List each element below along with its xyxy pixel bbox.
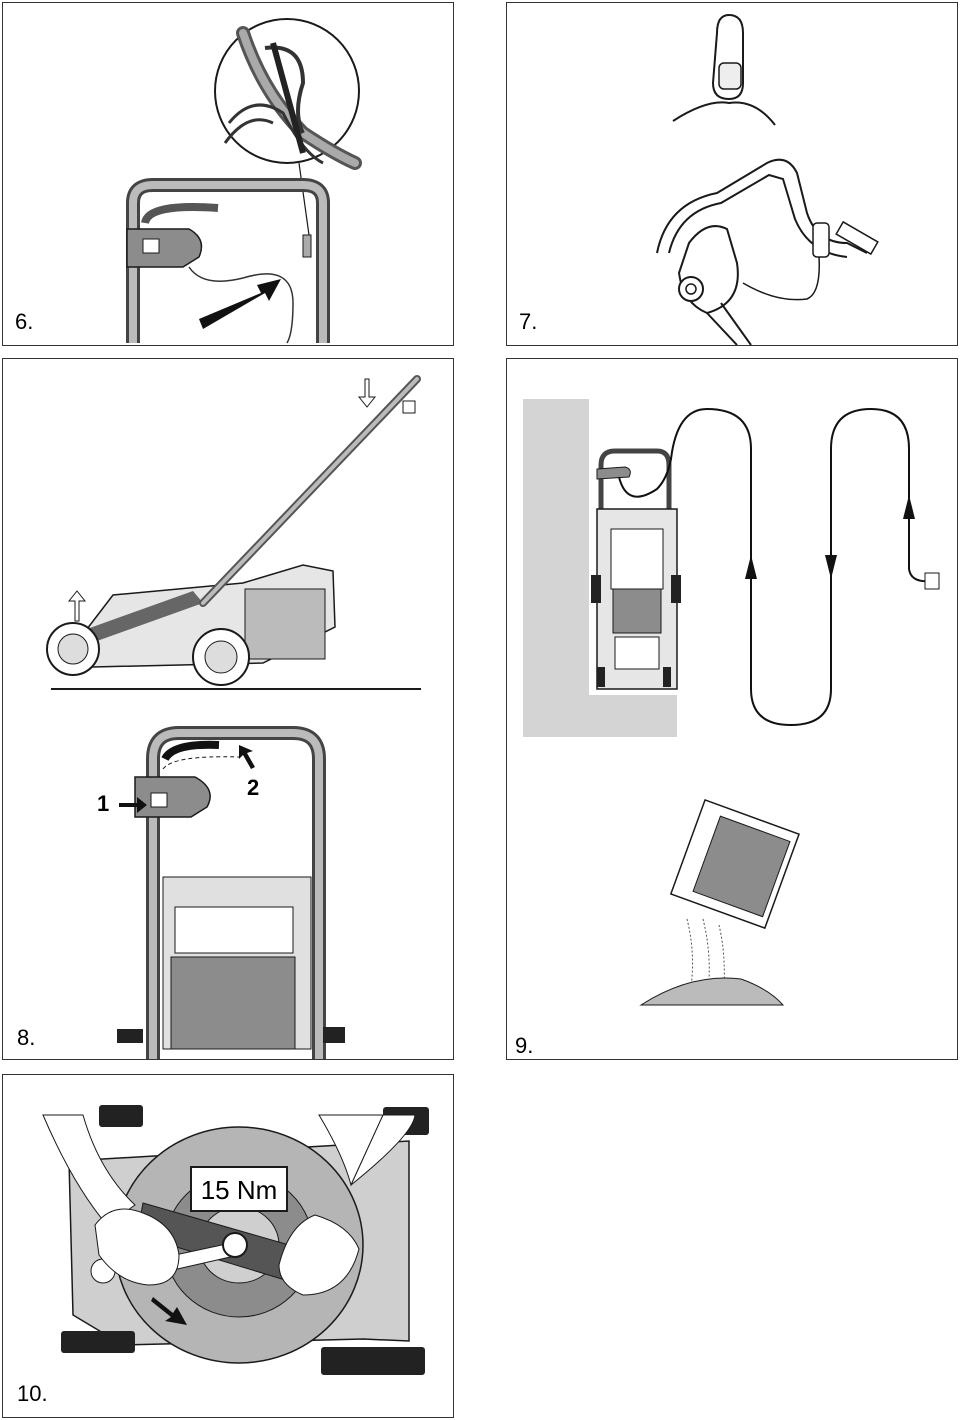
panel-number: 10.	[17, 1381, 48, 1406]
torque-label: 15 Nm	[201, 1175, 278, 1205]
panel-8: 1 2 8.	[2, 358, 454, 1060]
blade-torque-illustration: 15 Nm	[42, 1105, 429, 1375]
panel-6: 6.	[2, 2, 454, 346]
handle-cable-clip-illustration	[126, 18, 362, 344]
callout-1: 1	[97, 791, 109, 816]
panel-9: 9.	[506, 358, 958, 1060]
panel-7: 7.	[506, 2, 958, 346]
callout-2: 2	[247, 775, 259, 800]
panel-10: 15 Nm 10.	[2, 1074, 454, 1418]
panel-number: 8.	[17, 1025, 36, 1050]
mower-fold-illustration: 1 2	[46, 375, 421, 1059]
cable-hook-illustration	[656, 13, 879, 345]
panel-number: 7.	[519, 309, 538, 334]
panel-number: 6.	[15, 309, 34, 334]
cable-routing-and-emptying-illustration	[523, 399, 940, 1006]
panel-number: 9.	[515, 1033, 534, 1058]
